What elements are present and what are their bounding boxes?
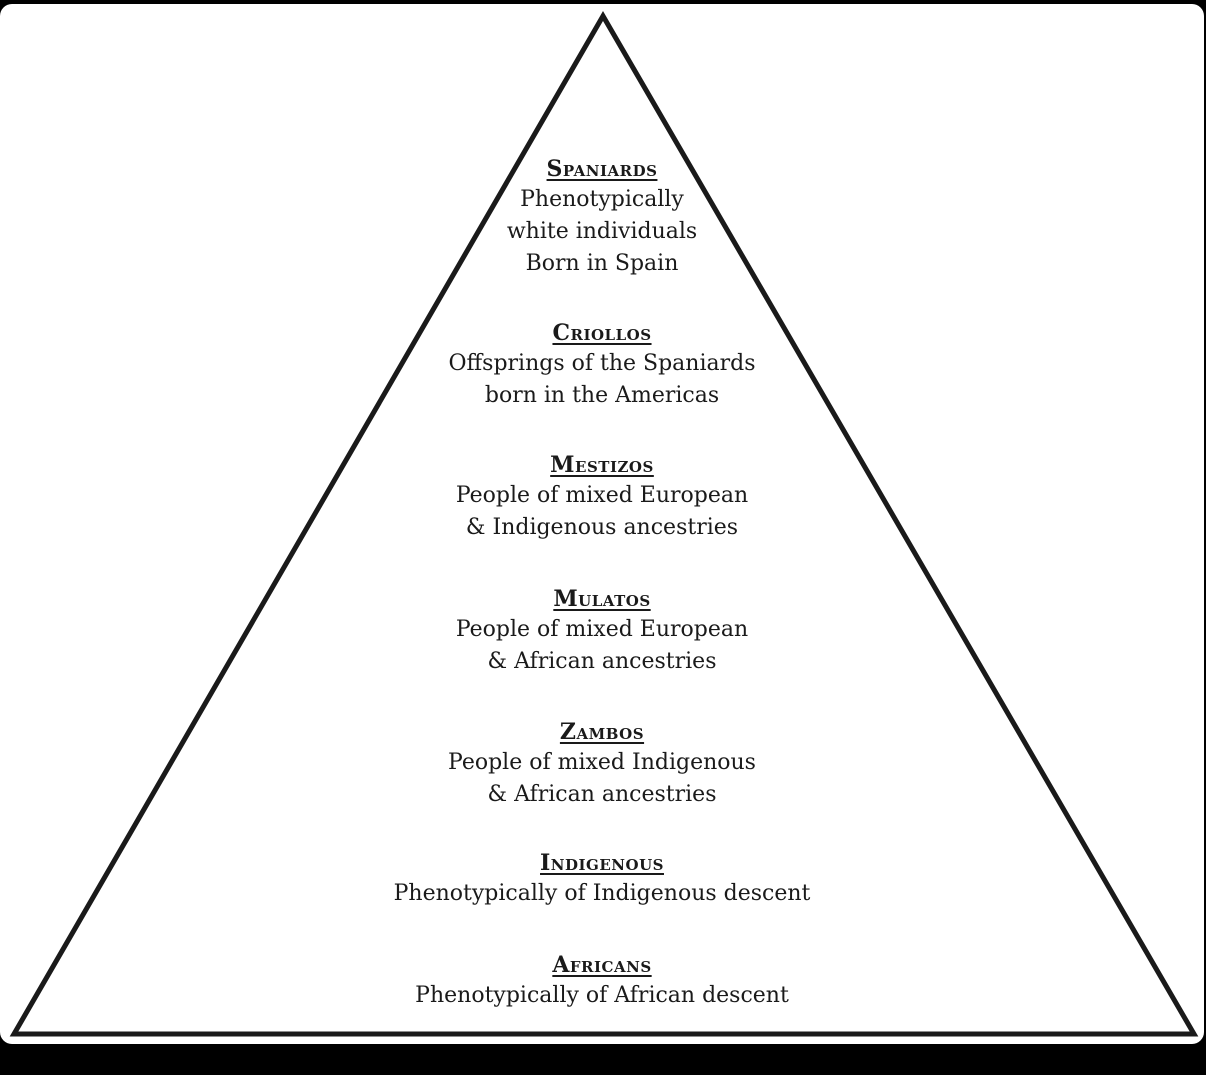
tier-description: People of mixed European & African ances…: [455, 617, 749, 674]
tier-africans: Africans Phenotypically of African desce…: [302, 950, 902, 1012]
tier-title: Mestizos: [550, 452, 654, 478]
pyramid-outline: [9, 11, 1199, 1037]
tier-description: Phenotypically of Indigenous descent: [393, 881, 811, 906]
tier-title: Criollos: [552, 320, 652, 346]
diagram-panel: Spaniards Phenotypically white individua…: [0, 4, 1204, 1044]
tier-description: Offsprings of the Spaniards born in the …: [448, 351, 756, 408]
tier-zambos: Zambos People of mixed Indigenous & Afri…: [302, 717, 902, 811]
tier-description: People of mixed Indigenous & African anc…: [448, 750, 756, 807]
tier-mulatos: Mulatos People of mixed European & Afric…: [302, 584, 902, 678]
pyramid-triangle: [9, 11, 1199, 1037]
tier-title: Spaniards: [546, 156, 658, 182]
tier-description: Phenotypically white individuals Born in…: [506, 187, 698, 276]
tier-description: People of mixed European & Indigenous an…: [455, 483, 749, 540]
tier-title: Mulatos: [553, 586, 651, 612]
tier-spaniards: Spaniards Phenotypically white individua…: [302, 154, 902, 280]
tier-title: Africans: [552, 952, 652, 978]
tier-title: Zambos: [559, 719, 645, 745]
tier-indigenous: Indigenous Phenotypically of Indigenous …: [302, 848, 902, 910]
tier-title: Indigenous: [540, 850, 664, 876]
tier-description: Phenotypically of African descent: [415, 983, 789, 1008]
tier-mestizos: Mestizos People of mixed European & Indi…: [302, 450, 902, 544]
tier-criollos: Criollos Offsprings of the Spaniards bor…: [302, 318, 902, 412]
